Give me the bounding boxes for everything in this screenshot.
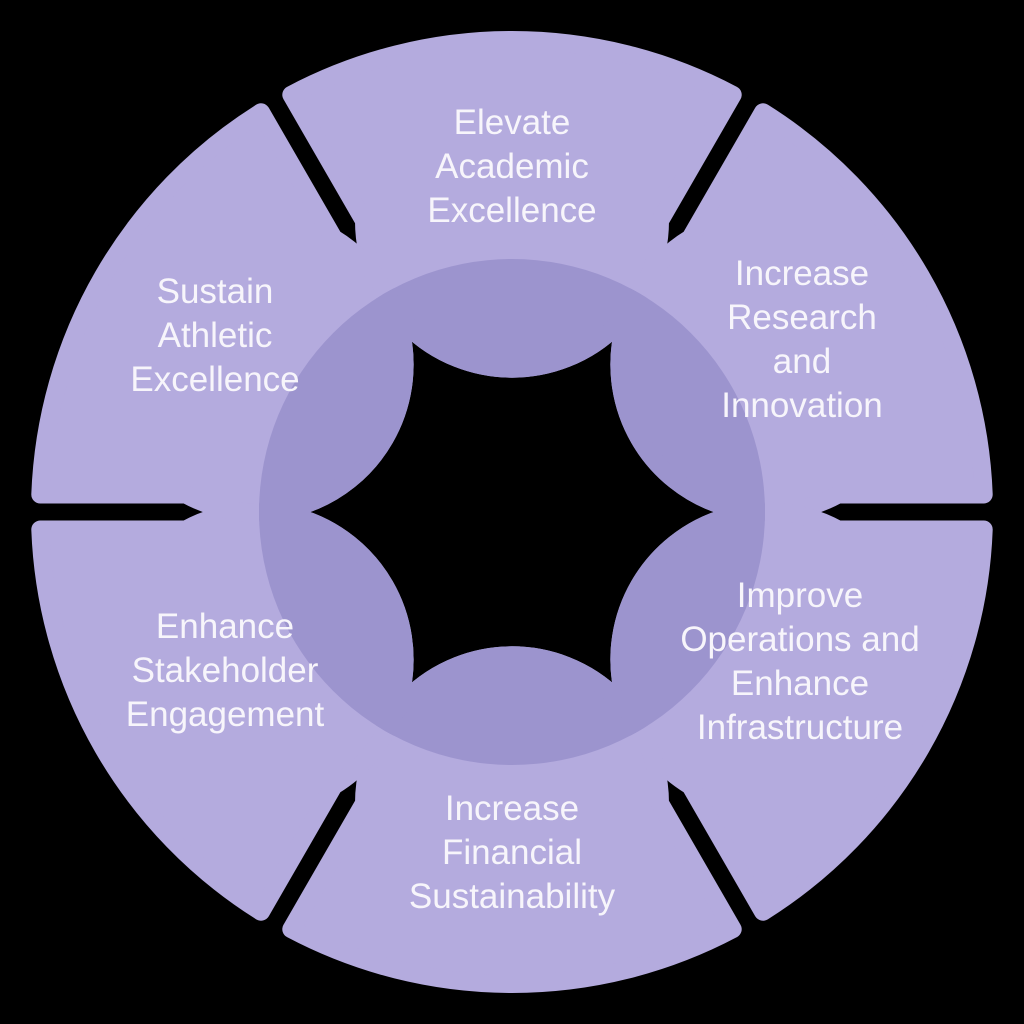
segment-inner-overlay-sustain-athletic-excellence: [259, 259, 414, 522]
